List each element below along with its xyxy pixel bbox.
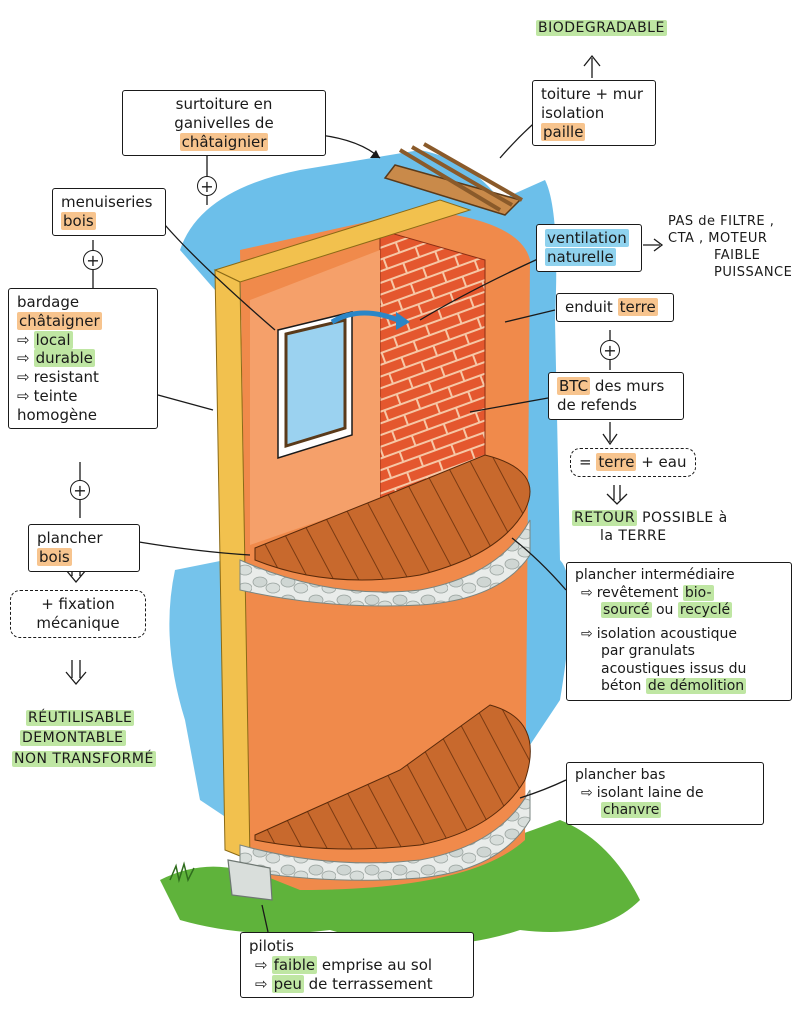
arrow-btc-down	[602, 422, 618, 446]
arrow-icon: ⇨	[17, 386, 30, 405]
arrow-icon: ⇨	[581, 784, 593, 801]
label-menuiseries: menuiseries bois	[52, 188, 166, 236]
label-btc: BTC des murs de refends	[548, 372, 684, 420]
connector-btc	[469, 397, 549, 413]
arrow-icon: ⇨	[17, 330, 30, 349]
label-enduit: enduit terre	[556, 293, 674, 322]
arrow-icon: ⇨	[581, 584, 593, 601]
label-retour: RETOUR POSSIBLE à la TERRE	[572, 510, 728, 544]
label-surtoiture: surtoiture en ganivelles de châtaignier	[122, 90, 326, 157]
arrow-icon: ⇨	[17, 368, 30, 386]
connector-surtoiture	[319, 134, 381, 159]
arrow-up-bio	[583, 54, 601, 78]
plus-icon: +	[197, 176, 217, 196]
arrow-icon: ⇨	[17, 349, 30, 368]
grass-tufts	[169, 861, 195, 883]
label-fixation: + fixation mécanique	[10, 590, 146, 638]
label-pilotis: pilotis ⇨faible emprise au sol ⇨peu de t…	[240, 932, 474, 999]
floor-low-deck	[254, 704, 531, 850]
label-plancher-bas: plancher bas ⇨isolant laine de chanvre	[566, 762, 764, 825]
connector-enduit	[504, 309, 556, 323]
arrow-icon: ⇨	[255, 974, 268, 993]
arrow-icon: ⇨	[255, 955, 268, 974]
ventilation-arrow	[330, 310, 399, 325]
label-plancher-inter: plancher intermédiaire ⇨revêtement bio- …	[566, 562, 792, 701]
label-plancher-bois: plancher bois	[28, 524, 140, 572]
sky-wash-left	[169, 560, 230, 820]
connector-ventilation	[419, 257, 541, 321]
label-terre-eau: = terre + eau	[570, 448, 696, 477]
arrow-vent-note	[643, 238, 664, 252]
plus-icon: +	[83, 250, 103, 270]
floor-low-band	[239, 789, 531, 881]
connector-plancher-inter	[511, 537, 567, 591]
arrow-fix-down	[65, 660, 87, 686]
label-ventilation-note: PAS de FILTRE , CTA , MOTEUR FAIBLE PUIS…	[668, 214, 793, 280]
arrow-terre-down	[606, 485, 628, 505]
connector-pilotis	[261, 904, 269, 933]
label-biodegradable: BIODEGRADABLE	[536, 20, 667, 36]
label-toiture: toiture + mur isolation paille	[532, 80, 656, 147]
pilotis-post	[227, 859, 273, 901]
arrow-icon: ⇨	[581, 625, 593, 642]
connector-plancher-bas	[519, 779, 567, 799]
label-reutilisable: RÉUTILISABLE DEMONTABLE NON TRANSFORMÉ	[12, 710, 156, 767]
floor-intermediate-deck	[254, 454, 531, 581]
connector-plancher-bois	[138, 541, 251, 556]
label-bardage: bardage châtaigner ⇨local ⇨durable ⇨resi…	[8, 288, 158, 430]
plus-icon: +	[70, 480, 90, 500]
plus-icon: +	[600, 340, 620, 360]
connector-bardage	[157, 394, 214, 411]
connector-menuiseries	[164, 224, 276, 331]
floor-intermediate-band	[239, 519, 531, 607]
connector-lines	[65, 54, 664, 933]
label-ventilation: ventilation naturelle	[536, 224, 642, 272]
